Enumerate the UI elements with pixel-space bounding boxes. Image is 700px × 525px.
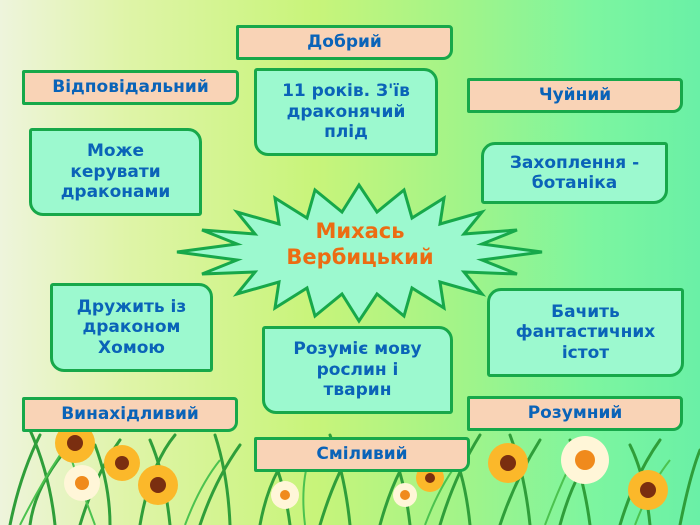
trait-label: Винахідливий xyxy=(61,404,199,425)
fact-line: Може xyxy=(86,141,145,162)
fact-line: драконом xyxy=(82,317,181,338)
fact-box-age: 11 років. З'їв драконячий плід xyxy=(254,68,438,156)
fact-box-hobby: Захоплення - ботаніка xyxy=(481,142,668,204)
fact-line: Захоплення - xyxy=(509,152,640,173)
starburst-shape xyxy=(176,182,543,324)
fact-box-friend: Дружить із драконом Хомою xyxy=(50,283,213,372)
trait-label: Добрий xyxy=(307,32,382,53)
fact-line: істот xyxy=(561,342,610,363)
fact-line: фантастичних xyxy=(515,322,656,343)
character-first-name: Михась xyxy=(315,219,405,243)
fact-line: Хомою xyxy=(98,337,165,358)
trait-box-smilyvyi: Сміливий xyxy=(254,437,470,472)
trait-label: Чуйний xyxy=(538,85,612,106)
fact-line: керувати xyxy=(70,161,161,182)
trait-label: Відповідальний xyxy=(52,77,209,98)
trait-box-vidpovidalnyi: Відповідальний xyxy=(22,70,239,105)
trait-label: Сміливий xyxy=(316,444,408,465)
fact-line: драконячий xyxy=(286,101,406,122)
trait-label: Розумний xyxy=(527,403,623,424)
fact-line: Дружить із xyxy=(76,296,187,317)
fact-line: 11 років. З'їв xyxy=(282,81,410,102)
fact-line: Розуміє мову xyxy=(293,339,422,360)
trait-box-dobryi: Добрий xyxy=(236,25,453,60)
trait-box-chuinyi: Чуйний xyxy=(467,78,683,113)
trait-box-rozumnyi: Розумний xyxy=(467,396,683,431)
fact-line: рослин і xyxy=(316,359,399,380)
fact-line: плід xyxy=(324,122,368,143)
character-last-name: Вербицький xyxy=(286,245,434,270)
fact-line: Бачить xyxy=(551,301,620,322)
fact-line: тварин xyxy=(323,380,392,401)
fact-line: ботаніка xyxy=(531,173,618,193)
fact-line: драконами xyxy=(60,182,171,203)
fact-box-sees: Бачить фантастичних істот xyxy=(487,288,684,377)
fact-box-control: Може керувати драконами xyxy=(29,128,202,216)
fact-box-language: Розуміє мову рослин і тварин xyxy=(262,326,453,414)
trait-box-vynakhidlyvyi: Винахідливий xyxy=(22,397,238,432)
character-name: Михась Вербицький xyxy=(250,218,470,271)
